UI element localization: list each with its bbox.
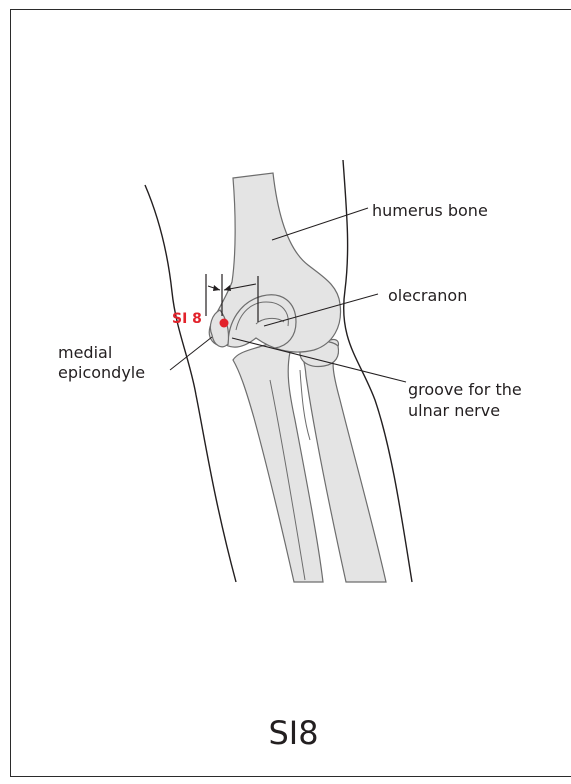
label-humerus: humerus bone bbox=[372, 201, 488, 220]
leader-medial bbox=[170, 337, 212, 370]
arrowhead-1 bbox=[213, 285, 220, 291]
acupoint-label: SI 8 bbox=[172, 311, 202, 327]
label-groove-2: ulnar nerve bbox=[408, 401, 500, 420]
figure-caption: SI8 bbox=[10, 714, 571, 752]
label-medial-1: medial bbox=[58, 343, 112, 362]
arm-outline-left bbox=[145, 185, 236, 582]
acupoint-si8-dot bbox=[220, 319, 229, 328]
label-medial-2: epicondyle bbox=[58, 363, 145, 382]
leader-humerus bbox=[272, 208, 368, 240]
arrowhead-2 bbox=[224, 285, 231, 291]
humerus-shaft bbox=[209, 173, 340, 352]
label-olecranon: olecranon bbox=[388, 286, 467, 305]
label-groove-1: groove for the bbox=[408, 380, 522, 399]
